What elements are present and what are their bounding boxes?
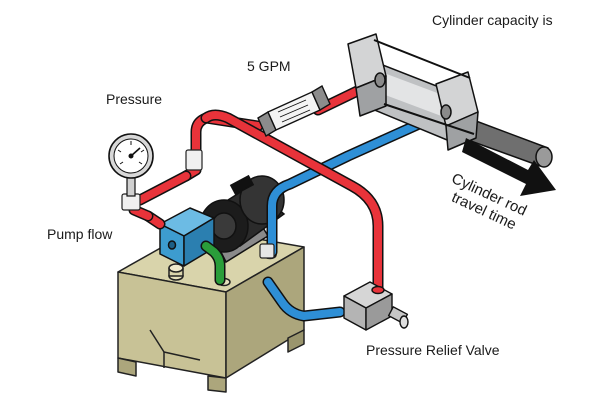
pressure-label: Pressure (106, 91, 163, 107)
pump-flow-label: Pump flow (47, 226, 113, 242)
pressure-gauge-icon (108, 133, 154, 197)
flow-rate-label: 5 GPM (247, 58, 291, 74)
cylinder-capacity-label: Cylinder capacity is (432, 12, 553, 28)
relief-valve-label: Pressure Relief Valve (366, 342, 500, 358)
pressure-relief-valve (343, 281, 409, 331)
hydraulic-cylinder (347, 33, 553, 168)
reservoir-tank (117, 227, 305, 393)
flow-meter-icon (257, 84, 331, 138)
hydraulic-pump (159, 207, 215, 267)
pipe-fittings (121, 149, 275, 259)
direction-arrow-icon (462, 138, 556, 196)
